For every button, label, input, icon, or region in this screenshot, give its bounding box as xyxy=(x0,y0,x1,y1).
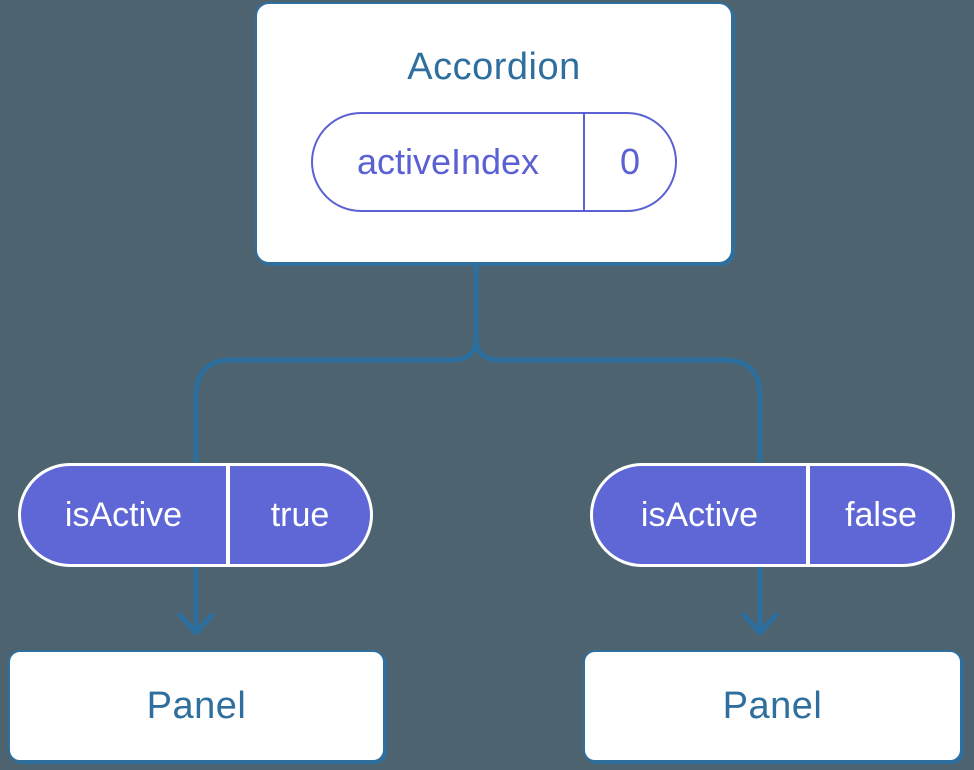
panel-title-right: Panel xyxy=(722,685,823,727)
panel-node-left: Panel xyxy=(8,650,385,762)
arrowhead-left-icon xyxy=(177,612,215,636)
state-value: 0 xyxy=(619,141,641,182)
accordion-title: Accordion xyxy=(407,46,581,88)
connector-left-branch xyxy=(193,261,479,634)
state-pill: activeIndex 0 xyxy=(311,112,677,212)
prop-pill-right: isActive false xyxy=(590,463,955,567)
prop-value-right: false xyxy=(845,496,917,534)
state-name: activeIndex xyxy=(356,141,540,182)
panel-title-left: Panel xyxy=(146,685,247,727)
prop-pill-left: isActive true xyxy=(18,463,373,567)
panel-node-right: Panel xyxy=(583,650,962,762)
accordion-node: Accordion activeIndex 0 xyxy=(255,2,733,264)
arrowhead-right-icon xyxy=(741,612,779,636)
prop-name-right: isActive xyxy=(640,496,759,534)
prop-pill-right-divider xyxy=(806,466,810,564)
prop-name-left: isActive xyxy=(64,496,183,534)
connector-right-branch xyxy=(473,261,763,634)
state-pill-divider xyxy=(583,114,585,210)
prop-value-left: true xyxy=(270,496,330,534)
prop-pill-left-divider xyxy=(226,466,230,564)
